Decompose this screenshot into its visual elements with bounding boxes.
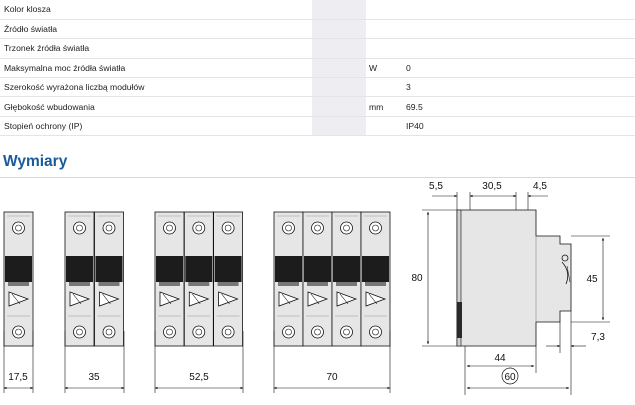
mid-height-label: 45 bbox=[586, 274, 598, 285]
spec-unit bbox=[366, 77, 404, 98]
breaker-module bbox=[3, 211, 34, 347]
depth-offset-label: 7,3 bbox=[591, 332, 605, 343]
spec-value: 69.5 bbox=[404, 96, 635, 117]
depth-label: 44 bbox=[494, 353, 506, 364]
table-row: Szerokość wyrażona liczbą modułów 3 bbox=[0, 77, 635, 98]
top-dim-label: 5,5 bbox=[429, 181, 443, 192]
total-depth-label: 60 bbox=[504, 372, 516, 383]
spec-value: 3 bbox=[404, 77, 635, 98]
front-width-dimension-3: 52,5 bbox=[154, 331, 244, 393]
front-width-label: 35 bbox=[88, 372, 100, 383]
spec-label: Źródło światła bbox=[0, 19, 312, 40]
table-row: Źródło światła bbox=[0, 19, 635, 40]
breaker-module bbox=[94, 211, 124, 347]
breaker-module bbox=[360, 211, 391, 347]
breaker-module bbox=[183, 211, 214, 347]
spec-label: Kolor klosza bbox=[0, 0, 312, 20]
spec-unit: mm bbox=[366, 96, 404, 117]
spec-unit bbox=[366, 19, 404, 40]
height-dimension: 80 bbox=[411, 209, 457, 347]
depth-offset-dimension: 7,3 bbox=[546, 311, 605, 353]
depth-dimension: 44 60 bbox=[464, 346, 572, 395]
breaker-module bbox=[154, 211, 185, 347]
breaker-module bbox=[331, 211, 362, 347]
height-label: 80 bbox=[411, 273, 423, 284]
spec-unit bbox=[366, 38, 404, 59]
breaker-module bbox=[273, 211, 304, 347]
spec-value bbox=[404, 19, 635, 40]
spec-label: Trzonek źródła światła bbox=[0, 38, 312, 59]
front-width-label: 17,5 bbox=[8, 372, 28, 383]
section-title: Wymiary bbox=[3, 153, 68, 170]
spec-unit: W bbox=[366, 58, 404, 79]
spec-unit bbox=[366, 0, 404, 20]
spec-table: Kolor klosza Źródło światła Trzonek źród… bbox=[0, 0, 635, 137]
front-width-dimension-2: 35 bbox=[64, 331, 125, 393]
spec-label: Szerokość wyrażona liczbą modułów bbox=[0, 77, 312, 98]
section-divider bbox=[0, 177, 635, 178]
front-width-label: 70 bbox=[326, 372, 338, 383]
spec-label: Stopień ochrony (IP) bbox=[0, 116, 312, 137]
front-width-label: 52,5 bbox=[189, 372, 209, 383]
side-top-dimension: 5,5 30,5 4,5 bbox=[429, 181, 548, 210]
spec-value: 0 bbox=[404, 58, 635, 79]
side-view bbox=[456, 209, 572, 347]
breaker-module bbox=[64, 211, 95, 347]
dimension-drawing: 17,5 35 52,5 70 5,5 30,5 bbox=[3, 181, 610, 395]
front-width-dimension-4: 70 bbox=[273, 331, 391, 393]
spec-label: Maksymalna moc źródła światła bbox=[0, 58, 312, 79]
table-row: Stopień ochrony (IP) IP40 bbox=[0, 116, 635, 137]
table-row: Maksymalna moc źródła światła W 0 bbox=[0, 58, 635, 79]
spec-value: IP40 bbox=[404, 116, 635, 137]
breaker-module bbox=[213, 211, 244, 347]
front-view-modules bbox=[3, 211, 391, 347]
table-row: Kolor klosza bbox=[0, 0, 635, 20]
front-width-dimension-1: 17,5 bbox=[3, 331, 34, 393]
spec-label: Głębokość wbudowania bbox=[0, 96, 312, 117]
breaker-module bbox=[302, 211, 333, 347]
spec-value bbox=[404, 38, 635, 59]
top-dim-label: 30,5 bbox=[482, 181, 502, 192]
spec-unit bbox=[366, 116, 404, 137]
mid-height-dimension: 45 bbox=[571, 235, 610, 323]
spec-value bbox=[404, 0, 635, 20]
table-row: Trzonek źródła światła bbox=[0, 38, 635, 59]
table-row: Głębokość wbudowania mm 69.5 bbox=[0, 96, 635, 117]
top-dim-label: 4,5 bbox=[533, 181, 547, 192]
